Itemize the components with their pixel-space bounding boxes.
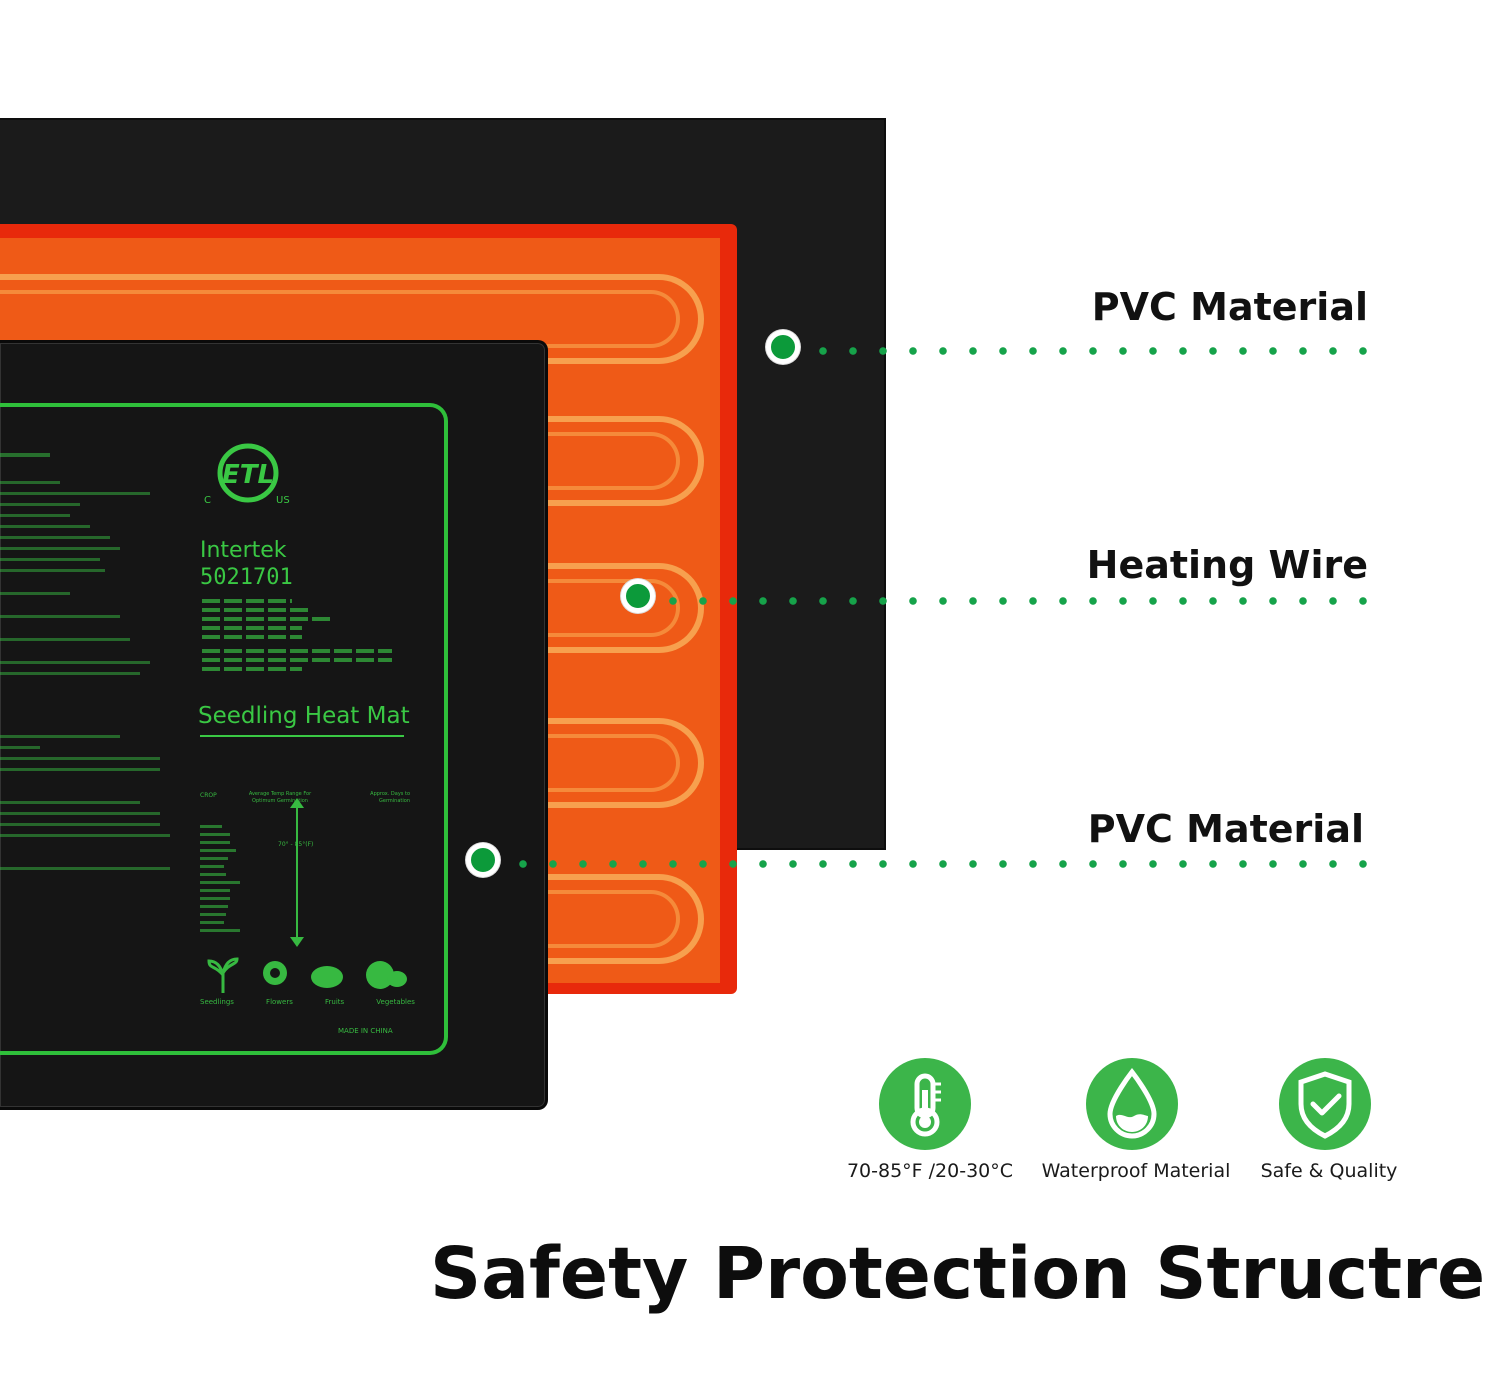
crop-column: CROP xyxy=(200,791,260,800)
callout-label: PVC Material xyxy=(1091,285,1368,329)
mat-brand: Intertek xyxy=(200,538,287,563)
range-arrow-line xyxy=(296,803,298,943)
callout-marker xyxy=(466,843,500,877)
callout-marker xyxy=(766,330,800,364)
mat-code: 5021701 xyxy=(200,565,293,590)
water-drop-icon xyxy=(1107,1067,1157,1139)
shield-badge xyxy=(1279,1058,1371,1150)
temperature-range-text: 70° - 85°(F) xyxy=(278,841,314,848)
dotted-leader-line xyxy=(808,347,1376,355)
water-drop-badge xyxy=(1086,1058,1178,1150)
mat-fine-print xyxy=(202,599,407,671)
seedling-icon xyxy=(207,957,239,993)
etl-right-text: US xyxy=(276,495,290,506)
pvc-front-layer: ETL C US Intertek 5021701 Seedling Heat … xyxy=(0,340,548,1110)
plant-label: Fruits xyxy=(324,998,345,1006)
callout-label: PVC Material xyxy=(1087,807,1364,851)
page-title: Safety Protection Structre xyxy=(430,1232,1486,1315)
callout-marker xyxy=(621,579,655,613)
range-arrow-down-icon xyxy=(290,937,304,947)
feature-label: Waterproof Material xyxy=(1041,1160,1231,1182)
callout-label: Heating Wire xyxy=(1086,543,1368,587)
etl-left-text: C xyxy=(204,495,211,506)
crop-list-lines xyxy=(200,825,240,932)
mat-print-frame xyxy=(0,403,448,1055)
made-in-text: MADE IN CHINA xyxy=(338,1027,393,1035)
plant-label: Flowers xyxy=(266,998,293,1006)
shield-check-icon xyxy=(1298,1071,1352,1139)
dotted-leader-line xyxy=(508,860,1376,868)
range-header: Average Temp Range For Optimum Germinati… xyxy=(248,791,312,804)
crop-header: CROP xyxy=(200,792,217,799)
mat-left-fine-print xyxy=(0,453,170,870)
etl-certification-logo: ETL C US xyxy=(204,443,290,506)
plant-label: Vegetables xyxy=(376,998,415,1006)
heat-mat-illustration: ETL C US Intertek 5021701 Seedling Heat … xyxy=(0,0,900,1120)
mat-title-underline xyxy=(200,735,404,737)
etl-mark: ETL xyxy=(222,460,274,490)
plant-labels: Seedlings Flowers Fruits Vegetables xyxy=(200,998,415,1006)
vegetable-icon xyxy=(366,961,394,989)
thermometer-badge xyxy=(879,1058,971,1150)
plant-icons xyxy=(207,957,407,993)
fruit-icon xyxy=(311,966,343,988)
feature-label: 70-85°F /20-30°C xyxy=(846,1160,1014,1182)
days-header: Approx. Days to Germination xyxy=(370,791,410,804)
mat-title: Seedling Heat Mat xyxy=(198,703,410,729)
thermometer-icon xyxy=(910,1073,941,1137)
plant-label: Seedlings xyxy=(200,998,234,1006)
dotted-leader-line xyxy=(658,597,1376,605)
feature-label: Safe & Quality xyxy=(1260,1160,1398,1182)
